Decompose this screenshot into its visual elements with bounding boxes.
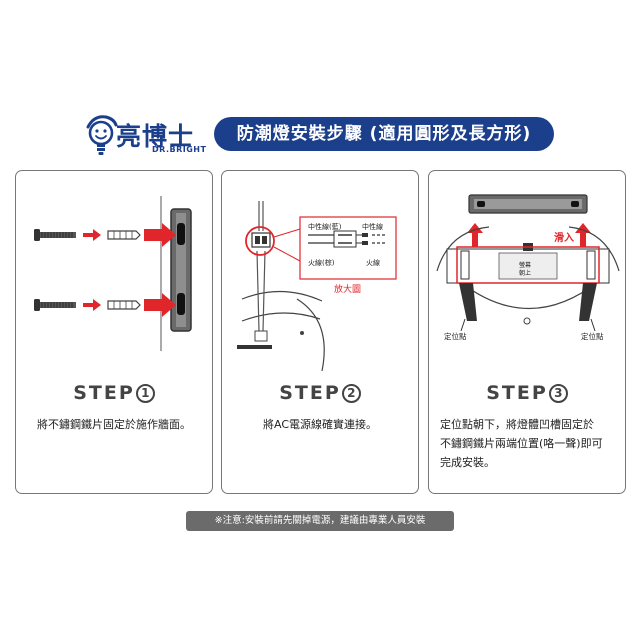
page-title: 防潮燈安裝步驟 (適用圓形及長方形) [214, 117, 554, 151]
step-3-number: 3 [548, 384, 568, 403]
step-2-number: 2 [341, 384, 361, 403]
arrow-right-icon [144, 293, 176, 317]
zoom-label: 放大圖 [334, 283, 361, 295]
arrow-right-icon [144, 223, 176, 247]
position-mark-left: 定位點 [444, 331, 467, 341]
step-3-description-line: 完成安裝。 [440, 456, 495, 469]
brand-mascot-icon [86, 115, 118, 155]
wall-anchor-icon [107, 300, 141, 310]
slide-in-label: 滑入 [554, 231, 574, 244]
step-2-panel: 中性線(藍) 中性線 火線(棕) 火線 放大圖 [221, 170, 419, 494]
arrow-right-icon [83, 229, 101, 241]
arrow-up-icon [467, 223, 483, 247]
lamp-label-2: 朝上 [519, 269, 531, 277]
safety-note: ※注意:安裝前請先關掉電源，建議由專業人員安裝 [186, 511, 454, 531]
brand-logo: 亮博士 DR.BRIGHT [84, 113, 207, 159]
zoom-box [299, 216, 397, 280]
step-3-description: 定位點朝下，將燈體凹槽固定於 不鏽鋼鐵片兩端位置(咯一聲)即可 完成安裝。 [440, 415, 615, 472]
brand-name: 亮博士 [116, 122, 195, 151]
step-2-description: 將AC電源線確實連接。 [262, 418, 377, 431]
step-1-illustration [34, 196, 192, 351]
step-3-illustration: 滑入 螢幕 朝上 定位點 定位點 [436, 194, 620, 341]
live-wire-label-right: 火線 [366, 258, 380, 267]
arrow-up-icon [575, 223, 591, 247]
neutral-wire-label-left: 中性線(藍) [308, 222, 342, 231]
screw-icon [34, 229, 76, 241]
step-2-illustration: 中性線(藍) 中性線 火線(棕) 火線 放大圖 [237, 201, 397, 371]
arrow-right-icon [83, 299, 101, 311]
step-3-description-line: 定位點朝下，將燈體凹槽固定於 [440, 418, 594, 431]
live-wire-label-left: 火線(棕) [308, 258, 335, 267]
step-1-description: 將不鏽鋼鐵片固定於施作牆面。 [37, 418, 191, 431]
wall-anchor-icon [107, 230, 141, 240]
step-1-panel [15, 170, 213, 494]
lamp-label-1: 螢幕 [519, 261, 531, 269]
zoom-circle [245, 226, 275, 256]
neutral-wire-label-right: 中性線 [362, 222, 383, 231]
step-3-panel: 滑入 螢幕 朝上 定位點 定位點 [428, 170, 626, 494]
brand-subtitle: DR.BRIGHT [152, 145, 207, 154]
step-3-description-line: 不鏽鋼鐵片兩端位置(咯一聲)即可 [440, 437, 603, 450]
position-mark-right: 定位點 [581, 331, 604, 341]
screw-icon [34, 299, 76, 311]
step-1-number: 1 [135, 384, 155, 403]
